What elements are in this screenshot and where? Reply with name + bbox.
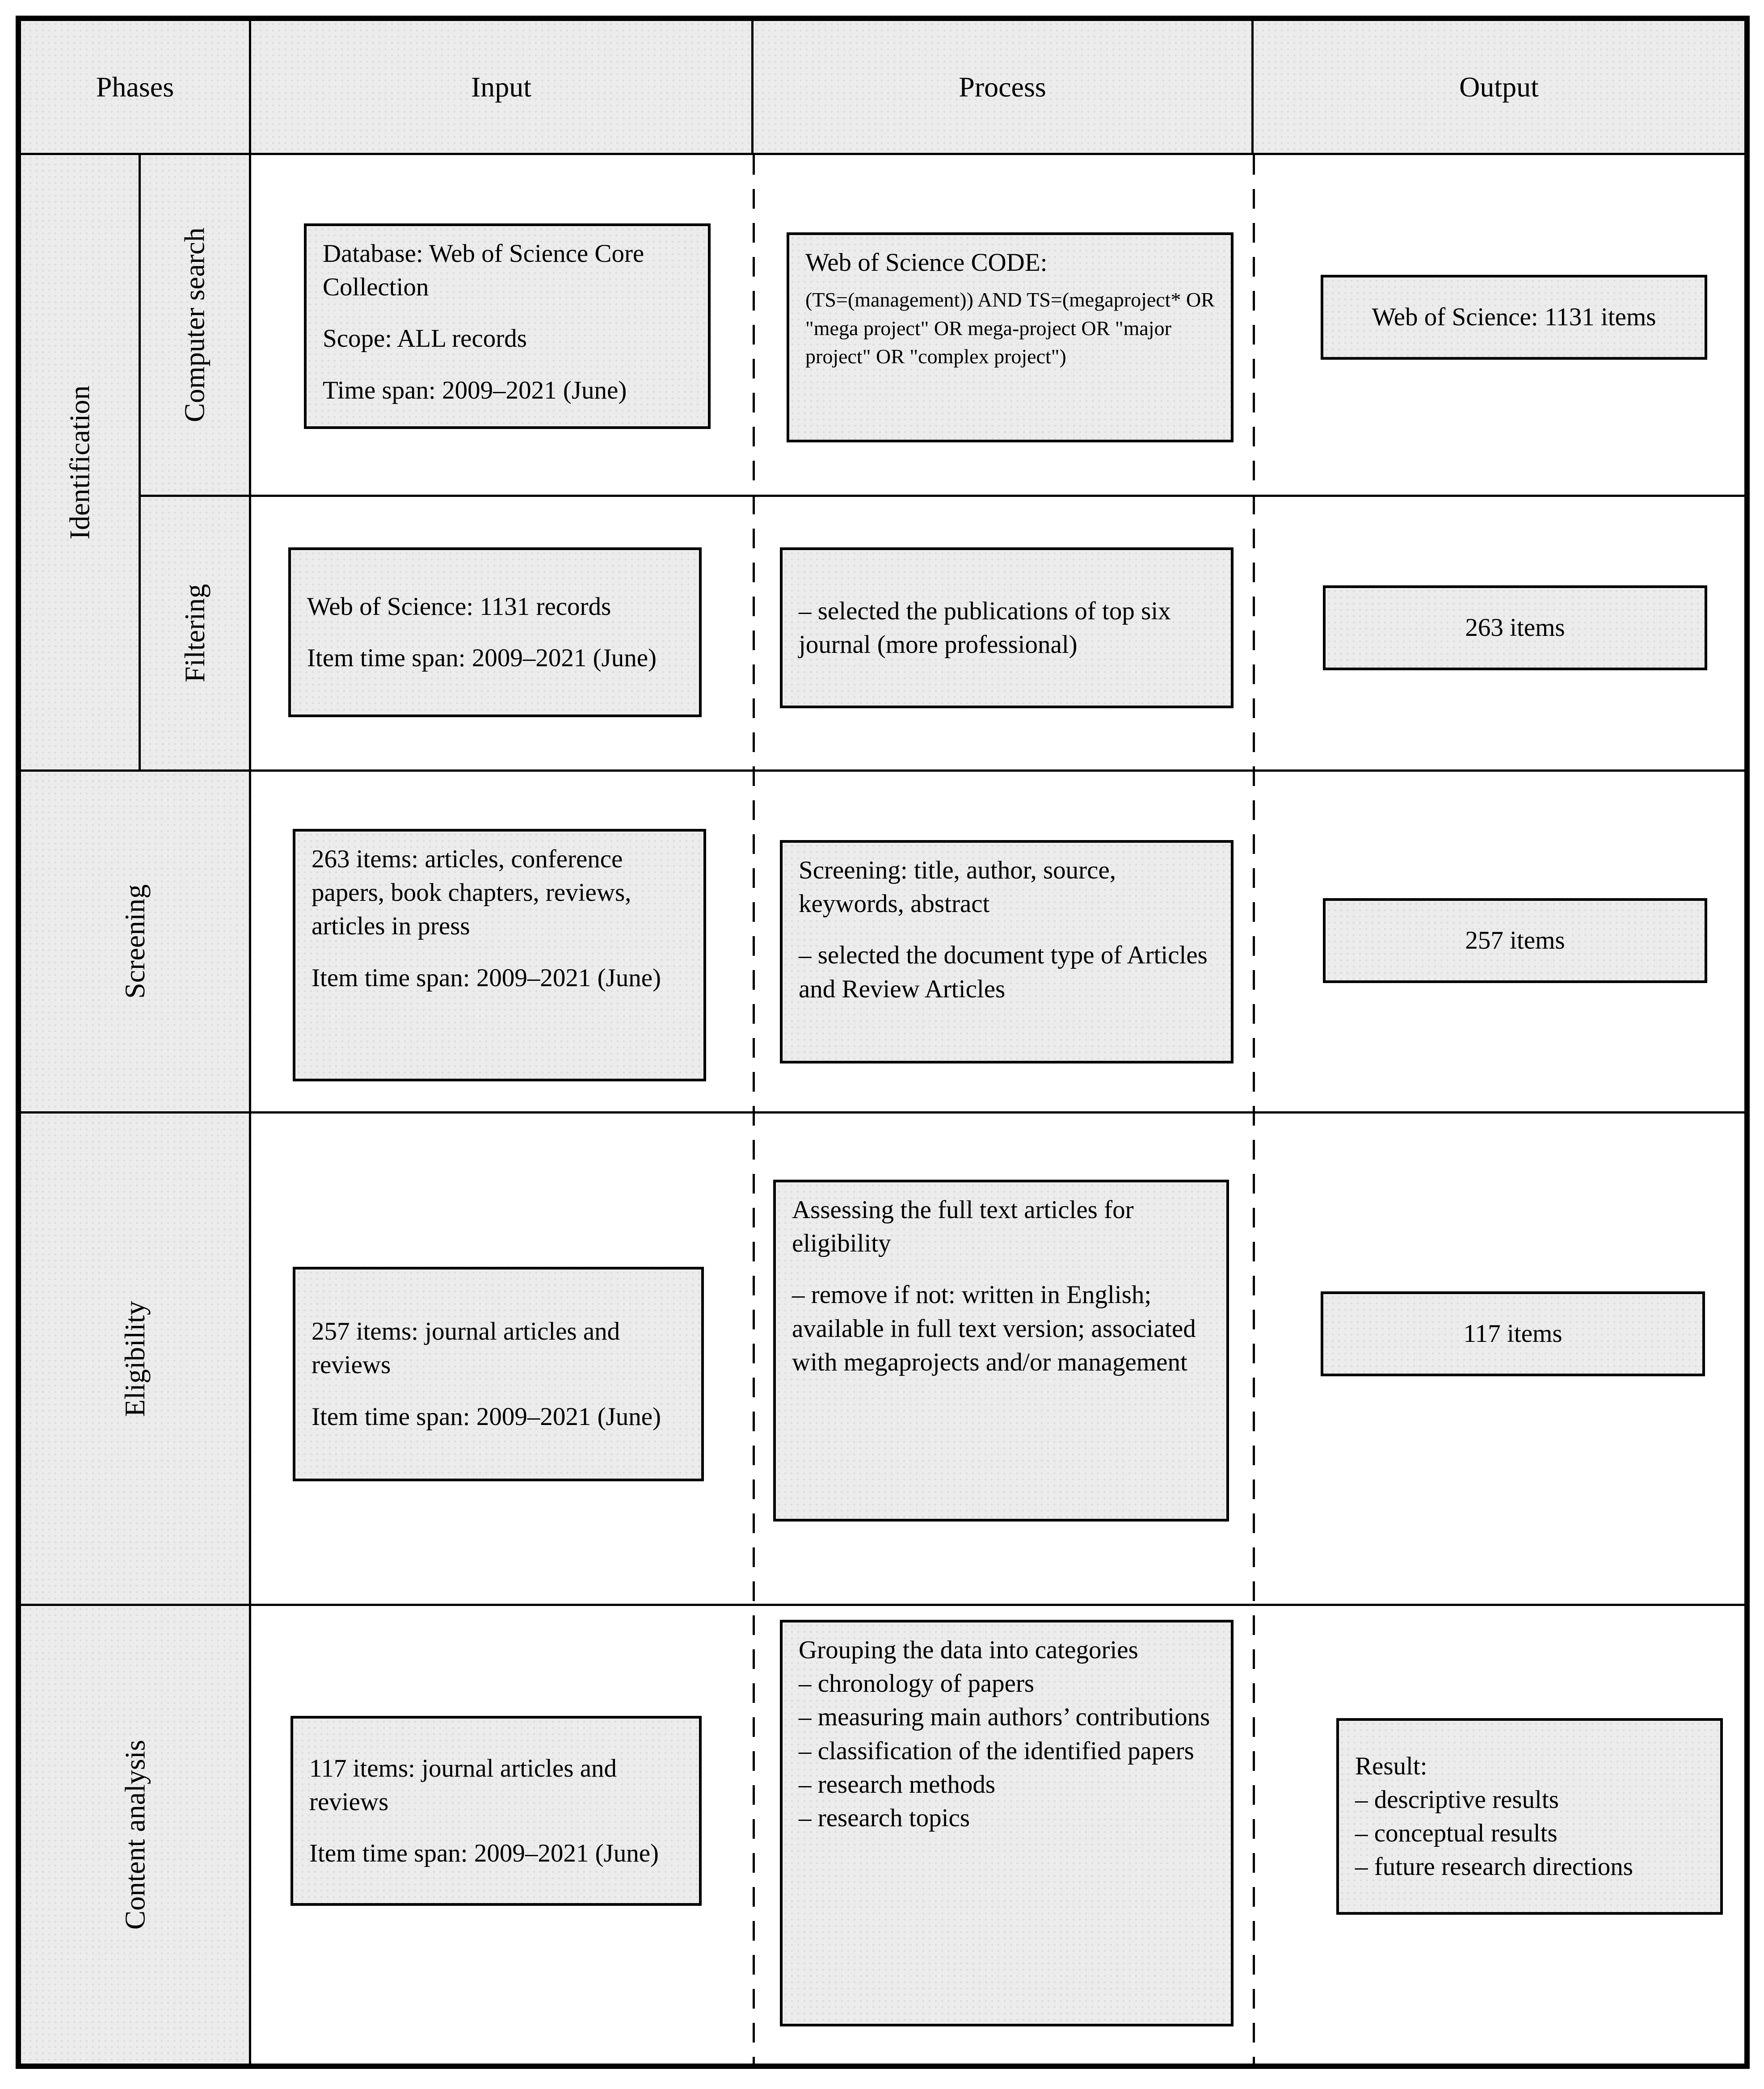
phase-cell-identification: Identification [21, 155, 141, 772]
content-analysis-input-box: 117 items: journal articles and reviews … [290, 1716, 702, 1906]
cell-computer-search-input [251, 155, 754, 497]
timespan-line: Item time span: 2009–2021 (June) [309, 1839, 659, 1868]
phase-cell-screening: Screening [21, 772, 251, 1114]
process-header-label: Process [959, 71, 1046, 103]
category-item: – research topics [799, 1804, 970, 1833]
flow-grid: Phases Input Process Output Identificati… [21, 21, 1744, 2064]
items-line: 263 items: articles, conference papers, … [312, 845, 632, 941]
timespan-line: Item time span: 2009–2021 (June) [312, 963, 661, 992]
eligibility-process-box: Assessing the full text articles for eli… [773, 1180, 1229, 1522]
input-header-label: Input [471, 71, 532, 103]
category-item: – classification of the identified paper… [799, 1736, 1194, 1765]
output-count: 263 items [1465, 614, 1565, 642]
computer-search-input-box: Database: Web of Science Core Collection… [304, 223, 711, 429]
computer-search-output-box: Web of Science: 1131 items [1321, 275, 1707, 360]
remove-criteria: – remove if not: written in English; ava… [792, 1281, 1196, 1376]
result-title: Result: [1355, 1752, 1427, 1780]
filter-step: – selected the publications of top six j… [799, 597, 1171, 659]
column-header-process: Process [754, 21, 1254, 155]
output-count: 117 items [1463, 1320, 1562, 1348]
screening-step: Screening: title, author, source, keywor… [799, 856, 1116, 918]
cell-computer-search-output [1254, 155, 1744, 497]
content-analysis-process-box: Grouping the data into categories – chro… [780, 1620, 1234, 2026]
screening-selection: – selected the document type of Articles… [799, 941, 1208, 1003]
column-header-phases: Phases [21, 21, 251, 155]
column-header-input: Input [251, 21, 754, 155]
eligibility-input-box: 257 items: journal articles and reviews … [293, 1267, 704, 1481]
db-line: Database: Web of Science Core Collection [323, 240, 644, 302]
phase-cell-eligibility: Eligibility [21, 1114, 251, 1606]
cell-eligibility-output [1254, 1114, 1744, 1606]
flow-boxes: Database: Web of Science Core Collection… [21, 21, 1744, 2064]
category-item: – measuring main authors’ contributions [799, 1703, 1210, 1732]
output-count: 257 items [1465, 926, 1565, 955]
screening-input-box: 263 items: articles, conference papers, … [293, 829, 706, 1081]
timespan-line: Item time span: 2009–2021 (June) [307, 644, 657, 672]
cell-computer-search-process [754, 155, 1254, 497]
cell-screening-output [1254, 772, 1744, 1114]
computer-search-process-box: Web of Science CODE: (TS=(management)) A… [787, 232, 1234, 442]
wos-code-query: (TS=(management)) AND TS=(megaproject* O… [805, 288, 1215, 368]
result-item: – future research directions [1355, 1853, 1633, 1881]
category-item: – chronology of papers [799, 1669, 1035, 1698]
cell-eligibility-input [251, 1114, 754, 1606]
cell-screening-process [754, 772, 1254, 1114]
eligibility-output-box: 117 items [1321, 1291, 1705, 1376]
grouping-title: Grouping the data into categories [799, 1636, 1138, 1664]
records-line: Web of Science: 1131 records [307, 592, 611, 621]
result-item: – descriptive results [1355, 1785, 1559, 1814]
phase-cell-content-analysis: Content analysis [21, 1606, 251, 2064]
filtering-output-box: 263 items [1323, 585, 1707, 670]
screening-output-box: 257 items [1323, 898, 1707, 983]
cell-eligibility-process [754, 1114, 1254, 1606]
content-analysis-output-box: Result: – descriptive results – conceptu… [1336, 1718, 1723, 1915]
items-line: 117 items: journal articles and reviews [309, 1754, 617, 1816]
timespan-line: Item time span: 2009–2021 (June) [312, 1402, 661, 1431]
output-count: Web of Science: 1131 items [1372, 303, 1656, 332]
dashed-divider-process-output [1253, 155, 1255, 2064]
result-item: – conceptual results [1355, 1819, 1558, 1847]
category-item: – research methods [799, 1770, 995, 1799]
phase-cell-computer-search: Computer search [141, 155, 251, 497]
cell-filtering-input [251, 497, 754, 772]
screening-process-box: Screening: title, author, source, keywor… [780, 840, 1234, 1063]
literature-review-flow-table: Phases Input Process Output Identificati… [16, 16, 1750, 2069]
items-line: 257 items: journal articles and reviews [312, 1317, 620, 1379]
filtering-input-box: Web of Science: 1131 records Item time s… [288, 547, 702, 717]
filtering-process-box: – selected the publications of top six j… [780, 547, 1234, 708]
cell-filtering-process [754, 497, 1254, 772]
phases-header-label: Phases [96, 71, 174, 103]
assessing-step: Assessing the full text articles for eli… [792, 1196, 1134, 1258]
output-header-label: Output [1459, 71, 1539, 103]
cell-filtering-output [1254, 497, 1744, 772]
cell-screening-input [251, 772, 754, 1114]
phase-cell-filtering: Filtering [141, 497, 251, 772]
scope-line: Scope: ALL records [323, 324, 527, 353]
timespan-line: Time span: 2009–2021 (June) [323, 376, 627, 404]
column-header-output: Output [1254, 21, 1744, 155]
dashed-divider-input-process [753, 155, 755, 2064]
wos-code-title: Web of Science CODE: [805, 248, 1048, 277]
